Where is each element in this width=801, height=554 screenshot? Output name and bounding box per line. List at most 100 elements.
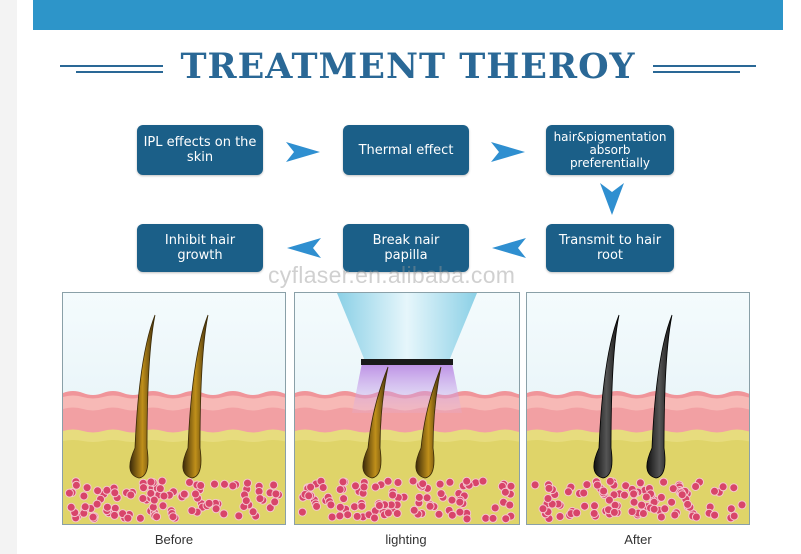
fat-cell [312,501,322,511]
fat-cell [327,512,337,522]
fat-cell [582,480,592,490]
fat-cell [158,501,168,511]
fat-cell [152,512,162,522]
fat-cell [710,510,720,520]
fat-cell [359,482,369,492]
fat-cell [64,488,74,498]
fat-cell [656,492,666,502]
fat-cell [102,485,112,495]
fat-cell [638,509,648,518]
fat-cell [339,494,349,504]
hair-strand [646,314,673,479]
fat-cell [589,509,599,518]
hair-strand [129,314,156,479]
fat-cell [637,500,647,510]
fat-cell [155,484,165,494]
fat-cell [635,478,645,488]
fat-cell [434,509,444,519]
step-inhibit: Inhibit hair growth [137,224,263,272]
light-beam [352,363,462,413]
step-absorb-label: hair&pigmentation absorb preferentially [553,129,667,170]
fat-cell [729,483,739,493]
fat-cell [149,495,159,505]
fat-cell [110,488,120,498]
fat-cell [490,503,500,513]
fat-cell [555,512,565,521]
fat-cell [139,483,148,493]
fat-cell [422,493,432,503]
fat-cell [414,492,424,502]
fat-cell [455,507,465,517]
fat-cell [241,496,251,506]
fat-cell [135,513,145,523]
header-band [33,0,783,30]
arrow-right-icon [286,142,320,162]
fat-cell [710,486,719,496]
fat-cell [179,489,189,499]
fat-cell [544,483,554,493]
fat-cell [88,512,98,522]
fat-cell [425,501,435,511]
title-rule-left-bottom [76,71,163,73]
fat-cell [338,477,348,487]
fat-cell [726,504,736,514]
step-transmit-label: Transmit to hair root [558,233,662,263]
fat-cell [92,499,102,509]
fat-cell [234,511,244,521]
skin-before-illustration [63,293,285,524]
fat-cell [123,513,133,523]
fat-cell [660,504,670,514]
step-transmit: Transmit to hair root [546,224,674,272]
fat-cell [102,502,112,512]
skin-fat-deep-layer [63,440,285,524]
fat-cell [146,477,156,487]
hair-strand [593,314,620,479]
fat-cell [392,509,402,518]
watermark: cyflaser.en.alibaba.com [268,262,516,288]
page-title: TREATMENT THEROY [180,46,636,87]
fat-cell [667,497,677,507]
hair-strand [362,366,389,479]
caption-before: Before [154,532,194,547]
caption-lighting: lighting [385,532,427,547]
fat-cell [737,500,747,510]
fat-cell [357,501,367,511]
handpiece-tip [361,359,453,365]
title-rule-right-top [653,65,756,67]
arrow-right-icon [491,142,525,162]
fat-cell [506,481,516,491]
fat-cell [351,481,360,491]
fat-cell [478,476,488,486]
hair-strand [415,366,442,479]
fat-cell [455,497,465,507]
fat-cell [627,507,637,517]
fat-cell [335,485,345,494]
fat-cell [80,502,90,512]
fat-cell [168,512,178,522]
handpiece [337,293,477,361]
panel-before [62,292,286,525]
fat-cell [683,499,693,509]
fat-cell [505,500,515,510]
fat-cell [668,484,678,494]
title-rule-left-top [60,65,163,67]
fat-cell [641,492,651,502]
fat-cell [326,500,336,510]
fat-cell [335,502,345,512]
step-absorb: hair&pigmentation absorb preferentially [546,125,674,175]
step-break-papilla-label: Break nair papilla [372,233,440,263]
fat-cell [677,490,687,500]
fat-cell [445,477,455,487]
fat-cell [435,479,445,489]
fat-cell [418,479,428,489]
fat-cell [388,490,398,500]
title-rule-right-bottom [653,71,740,73]
step-ipl-effects: IPL effects on the skin [137,125,263,175]
fat-cell [670,510,680,520]
fat-cell [304,491,314,501]
fat-cell [501,514,511,524]
title-block: TREATMENT THEROY [58,42,758,92]
fat-cell [620,490,629,500]
fat-cell [538,504,548,514]
fat-cell [649,504,659,514]
